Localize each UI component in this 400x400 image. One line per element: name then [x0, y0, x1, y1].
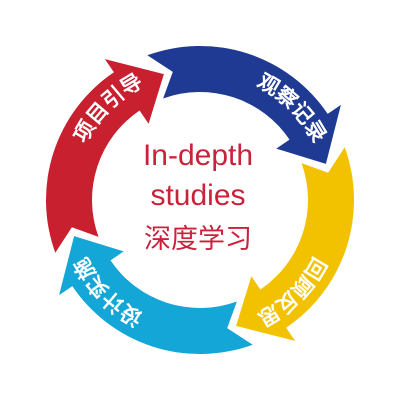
- cycle-arrow-1: [45, 59, 164, 253]
- cycle-arrow-3: [236, 147, 355, 341]
- center-title-line-2: studies: [150, 179, 245, 212]
- cycle-arrow-2: [147, 45, 341, 164]
- center-title: In-depth studies 深度学习: [143, 139, 253, 255]
- cycle-arrows: [45, 45, 355, 355]
- center-title-line-1: In-depth: [143, 139, 253, 172]
- center-title-line-3: 深度学习: [144, 224, 252, 255]
- cycle-arrow-4: [59, 236, 253, 355]
